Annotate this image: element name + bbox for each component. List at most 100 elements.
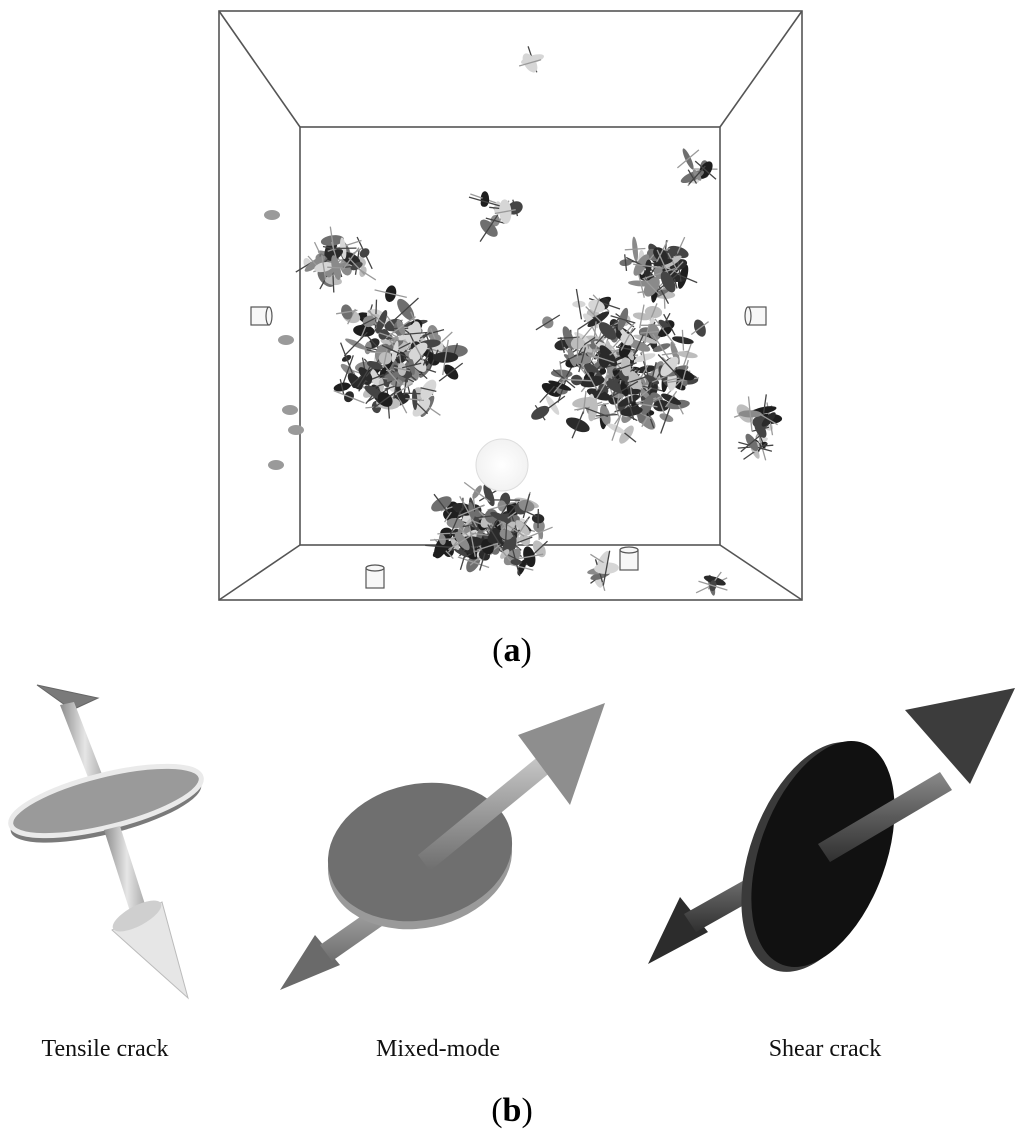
crack-glyph <box>494 199 516 224</box>
sensor-markers <box>250 306 767 589</box>
crack-glyph <box>268 460 284 470</box>
crack-glyph <box>348 257 365 276</box>
crack-glyph <box>690 319 709 337</box>
crack-glyph <box>510 559 534 576</box>
crack-glyph <box>458 502 485 520</box>
crack-glyph <box>485 215 505 227</box>
crack-glyph <box>606 378 626 396</box>
crack-glyph <box>374 285 407 302</box>
panel-a-label: a <box>503 632 521 669</box>
crack-glyph <box>402 356 422 375</box>
crack-glyph <box>479 214 499 242</box>
crack-glyph <box>393 362 411 376</box>
crack-glyph <box>510 548 522 577</box>
crack-glyph <box>370 377 393 392</box>
crack-glyph <box>738 396 762 432</box>
crack-glyph <box>644 303 663 321</box>
crack-glyph <box>594 350 615 368</box>
crack-glyph <box>378 348 392 369</box>
crack-glyph <box>588 297 605 315</box>
crack-glyph <box>430 533 455 545</box>
crack-distribution-view <box>218 10 803 601</box>
crack-glyph <box>386 369 400 385</box>
crack-glyph <box>632 304 651 329</box>
crack-glyph <box>478 484 500 507</box>
crack-glyph <box>408 340 428 362</box>
sensor-bottom-right <box>619 546 639 571</box>
crack-glyph <box>624 236 646 262</box>
crack-glyph <box>572 390 597 415</box>
crack-glyph <box>385 316 416 339</box>
crack-glyph <box>657 354 682 380</box>
crack-glyph <box>468 196 501 207</box>
crack-glyph <box>643 277 661 297</box>
crack-glyph <box>620 327 634 351</box>
crack-glyph <box>392 297 419 322</box>
crack-glyph <box>527 525 553 540</box>
crack-glyph <box>335 304 358 320</box>
crack-glyph <box>661 390 682 408</box>
crack-glyph <box>610 307 636 331</box>
crack-glyph <box>565 411 590 439</box>
crack-glyph <box>518 493 535 519</box>
crack-glyph <box>495 543 514 565</box>
sensor-bottom-left <box>365 564 385 589</box>
crack-glyph <box>570 328 585 358</box>
sensor-left <box>250 306 273 326</box>
crack-glyph <box>278 335 294 345</box>
shear-crack-icon <box>648 688 1015 972</box>
crack-glyph <box>531 404 550 421</box>
crack-glyph <box>517 534 533 546</box>
panel-a-caption: (a) <box>492 632 532 669</box>
crack-glyph <box>361 315 377 328</box>
crack-glyph <box>282 405 298 415</box>
crack-glyph <box>594 550 619 586</box>
crack-glyph <box>633 259 664 273</box>
crack-glyph <box>327 255 346 281</box>
crack-glyph <box>636 395 658 415</box>
sensor-right <box>744 306 767 326</box>
mixed-mode-icon <box>280 703 605 990</box>
panel-b-caption: (b) <box>491 1092 533 1129</box>
crack-glyph <box>676 148 700 170</box>
crack-glyph <box>652 333 672 362</box>
crack-glyph <box>561 374 592 386</box>
crack-glyph <box>572 288 586 320</box>
crack-glyph <box>610 380 639 398</box>
crack-glyph <box>343 331 368 357</box>
crack-glyph <box>431 493 452 514</box>
crack-glyph <box>333 389 365 404</box>
crack-glyph <box>314 254 334 280</box>
crack-glyphs <box>264 46 783 596</box>
crack-glyph <box>405 388 425 410</box>
crack-glyph <box>751 420 770 438</box>
crack-glyph <box>616 425 637 444</box>
crack-glyph <box>548 377 572 394</box>
crack-glyph <box>698 580 728 592</box>
crack-glyph <box>487 524 503 549</box>
crack-glyph <box>654 318 676 346</box>
crack-glyph <box>264 210 280 220</box>
crack-glyph <box>339 342 354 375</box>
crack-glyph <box>595 317 620 345</box>
crack-glyph <box>619 254 632 271</box>
crack-glyph <box>740 432 764 453</box>
crack-glyph <box>356 236 373 270</box>
crack-glyph <box>420 379 437 400</box>
crack-glyph <box>645 362 660 398</box>
crack-glyph <box>448 531 477 551</box>
crack-glyph <box>432 339 459 376</box>
crack-glyph <box>535 314 561 331</box>
panel-b-label: b <box>502 1092 522 1129</box>
crack-glyph <box>616 357 636 377</box>
crack-glyph <box>539 376 563 403</box>
crack-glyph <box>672 329 694 351</box>
borehole <box>475 438 529 492</box>
crack-glyph <box>607 416 625 441</box>
tensile-crack-icon <box>8 684 204 1000</box>
crack-glyph <box>489 501 510 533</box>
crack-glyph <box>580 372 605 391</box>
legend-label-tensile: Tensile crack <box>41 1036 169 1062</box>
crack-glyph <box>381 340 409 363</box>
crack-glyph <box>620 402 643 421</box>
